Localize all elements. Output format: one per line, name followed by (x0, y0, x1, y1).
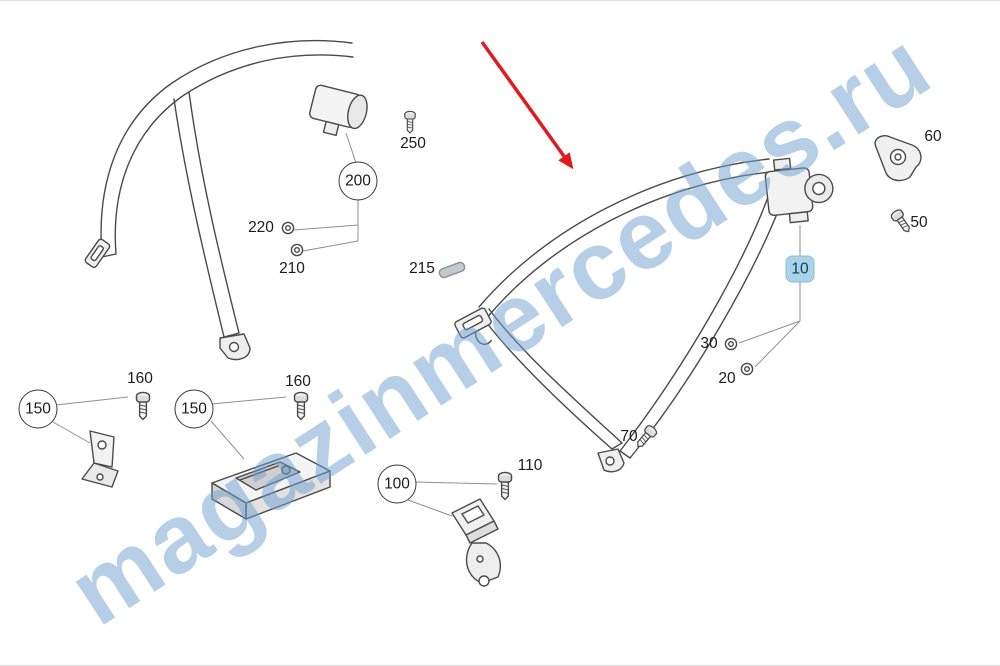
callout-10[interactable]: 10 (785, 255, 815, 283)
callout-210[interactable]: 210 (279, 260, 305, 277)
callout-200[interactable]: 200 (338, 161, 378, 201)
callout-30[interactable]: 30 (700, 335, 718, 352)
callout-50[interactable]: 50 (910, 214, 928, 231)
anchor-bracket (81, 430, 119, 488)
left-retractor (309, 84, 368, 137)
callout-70[interactable]: 70 (620, 428, 638, 445)
callout-150[interactable]: 150 (18, 389, 58, 429)
callout-100[interactable]: 100 (377, 464, 417, 504)
callout-160[interactable]: 160 (285, 373, 311, 390)
left-belt-tongue (84, 238, 111, 269)
leader-lines (52, 132, 801, 517)
belt-tongue-assembly (451, 498, 502, 587)
right-retractor (764, 157, 834, 224)
red-arrow-icon (480, 40, 574, 170)
callout-60[interactable]: 60 (924, 128, 942, 145)
spacer-pad-icon (438, 261, 466, 279)
callout-110[interactable]: 110 (517, 457, 543, 474)
right-belt-tongue (454, 307, 493, 345)
right-belt-anchor (597, 448, 625, 473)
buckle-assembly (211, 452, 331, 520)
callout-215[interactable]: 215 (409, 260, 435, 277)
left-belt-assembly (84, 39, 368, 361)
right-belt-assembly (454, 157, 834, 473)
callout-150[interactable]: 150 (174, 389, 214, 429)
callout-160[interactable]: 160 (127, 370, 153, 387)
belt-guide-clip (874, 135, 922, 182)
left-belt-anchor (219, 333, 251, 361)
callout-250[interactable]: 250 (400, 135, 426, 152)
callout-220[interactable]: 220 (248, 219, 274, 236)
callout-20[interactable]: 20 (718, 370, 736, 387)
